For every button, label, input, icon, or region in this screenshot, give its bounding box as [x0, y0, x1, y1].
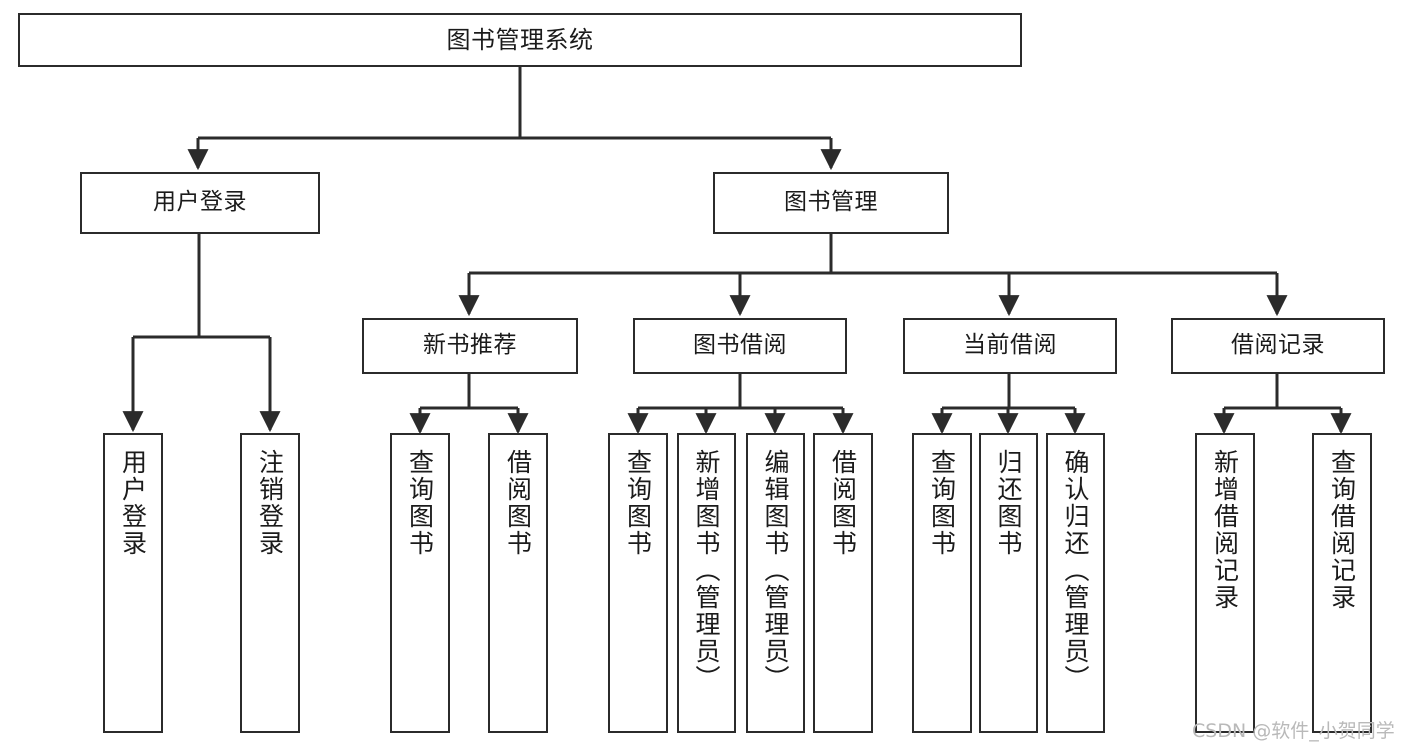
- leaf-new-book-query-book[interactable]: 查询图书: [390, 433, 450, 733]
- node-label: 新书推荐: [423, 332, 517, 359]
- watermark-text: CSDN @软件_小贺同学: [1192, 720, 1395, 742]
- node-label: 借阅图书: [503, 449, 533, 557]
- node-root-book-management-system[interactable]: 图书管理系统: [18, 13, 1022, 67]
- leaf-current-borrow-confirm-return-admin[interactable]: 确认归还（管理员）: [1046, 433, 1105, 733]
- node-label: 查询图书: [927, 449, 957, 557]
- node-user-login[interactable]: 用户登录: [80, 172, 320, 234]
- leaf-current-borrow-return-book[interactable]: 归还图书: [979, 433, 1038, 733]
- node-book-borrow[interactable]: 图书借阅: [633, 318, 847, 374]
- leaf-user-login-logout[interactable]: 注销登录: [240, 433, 300, 733]
- node-label: 借阅图书: [828, 449, 858, 557]
- leaf-book-borrow-borrow-book[interactable]: 借阅图书: [813, 433, 873, 733]
- leaf-current-borrow-query-book[interactable]: 查询图书: [912, 433, 972, 733]
- node-label: 查询图书: [623, 449, 653, 557]
- node-label: 用户登录: [153, 189, 247, 216]
- leaf-borrow-record-add-record[interactable]: 新增借阅记录: [1195, 433, 1255, 733]
- node-borrow-record[interactable]: 借阅记录: [1171, 318, 1385, 374]
- leaf-book-borrow-add-book-admin[interactable]: 新增图书（管理员）: [677, 433, 736, 733]
- node-label: 图书管理系统: [446, 25, 594, 54]
- node-label: 注销登录: [255, 449, 285, 557]
- node-label: 查询图书: [405, 449, 435, 557]
- node-label: 用户登录: [118, 449, 148, 557]
- node-label: 图书借阅: [693, 332, 787, 359]
- node-label: 借阅记录: [1231, 332, 1325, 359]
- node-label: 新增借阅记录: [1210, 449, 1240, 611]
- node-current-borrow[interactable]: 当前借阅: [903, 318, 1117, 374]
- node-label: 图书管理: [784, 189, 878, 216]
- leaf-user-login-login[interactable]: 用户登录: [103, 433, 163, 733]
- node-label: 确认归还（管理员）: [1061, 449, 1090, 692]
- node-new-book-recommend[interactable]: 新书推荐: [362, 318, 578, 374]
- leaf-borrow-record-query-record[interactable]: 查询借阅记录: [1312, 433, 1372, 733]
- node-label: 查询借阅记录: [1327, 449, 1357, 611]
- leaf-book-borrow-query-book[interactable]: 查询图书: [608, 433, 668, 733]
- node-book-management[interactable]: 图书管理: [713, 172, 949, 234]
- leaf-new-book-borrow-book[interactable]: 借阅图书: [488, 433, 548, 733]
- node-label: 当前借阅: [963, 332, 1057, 359]
- leaf-book-borrow-edit-book-admin[interactable]: 编辑图书（管理员）: [746, 433, 805, 733]
- node-label: 归还图书: [994, 449, 1023, 557]
- node-label: 编辑图书（管理员）: [761, 449, 790, 692]
- node-label: 新增图书（管理员）: [692, 449, 721, 692]
